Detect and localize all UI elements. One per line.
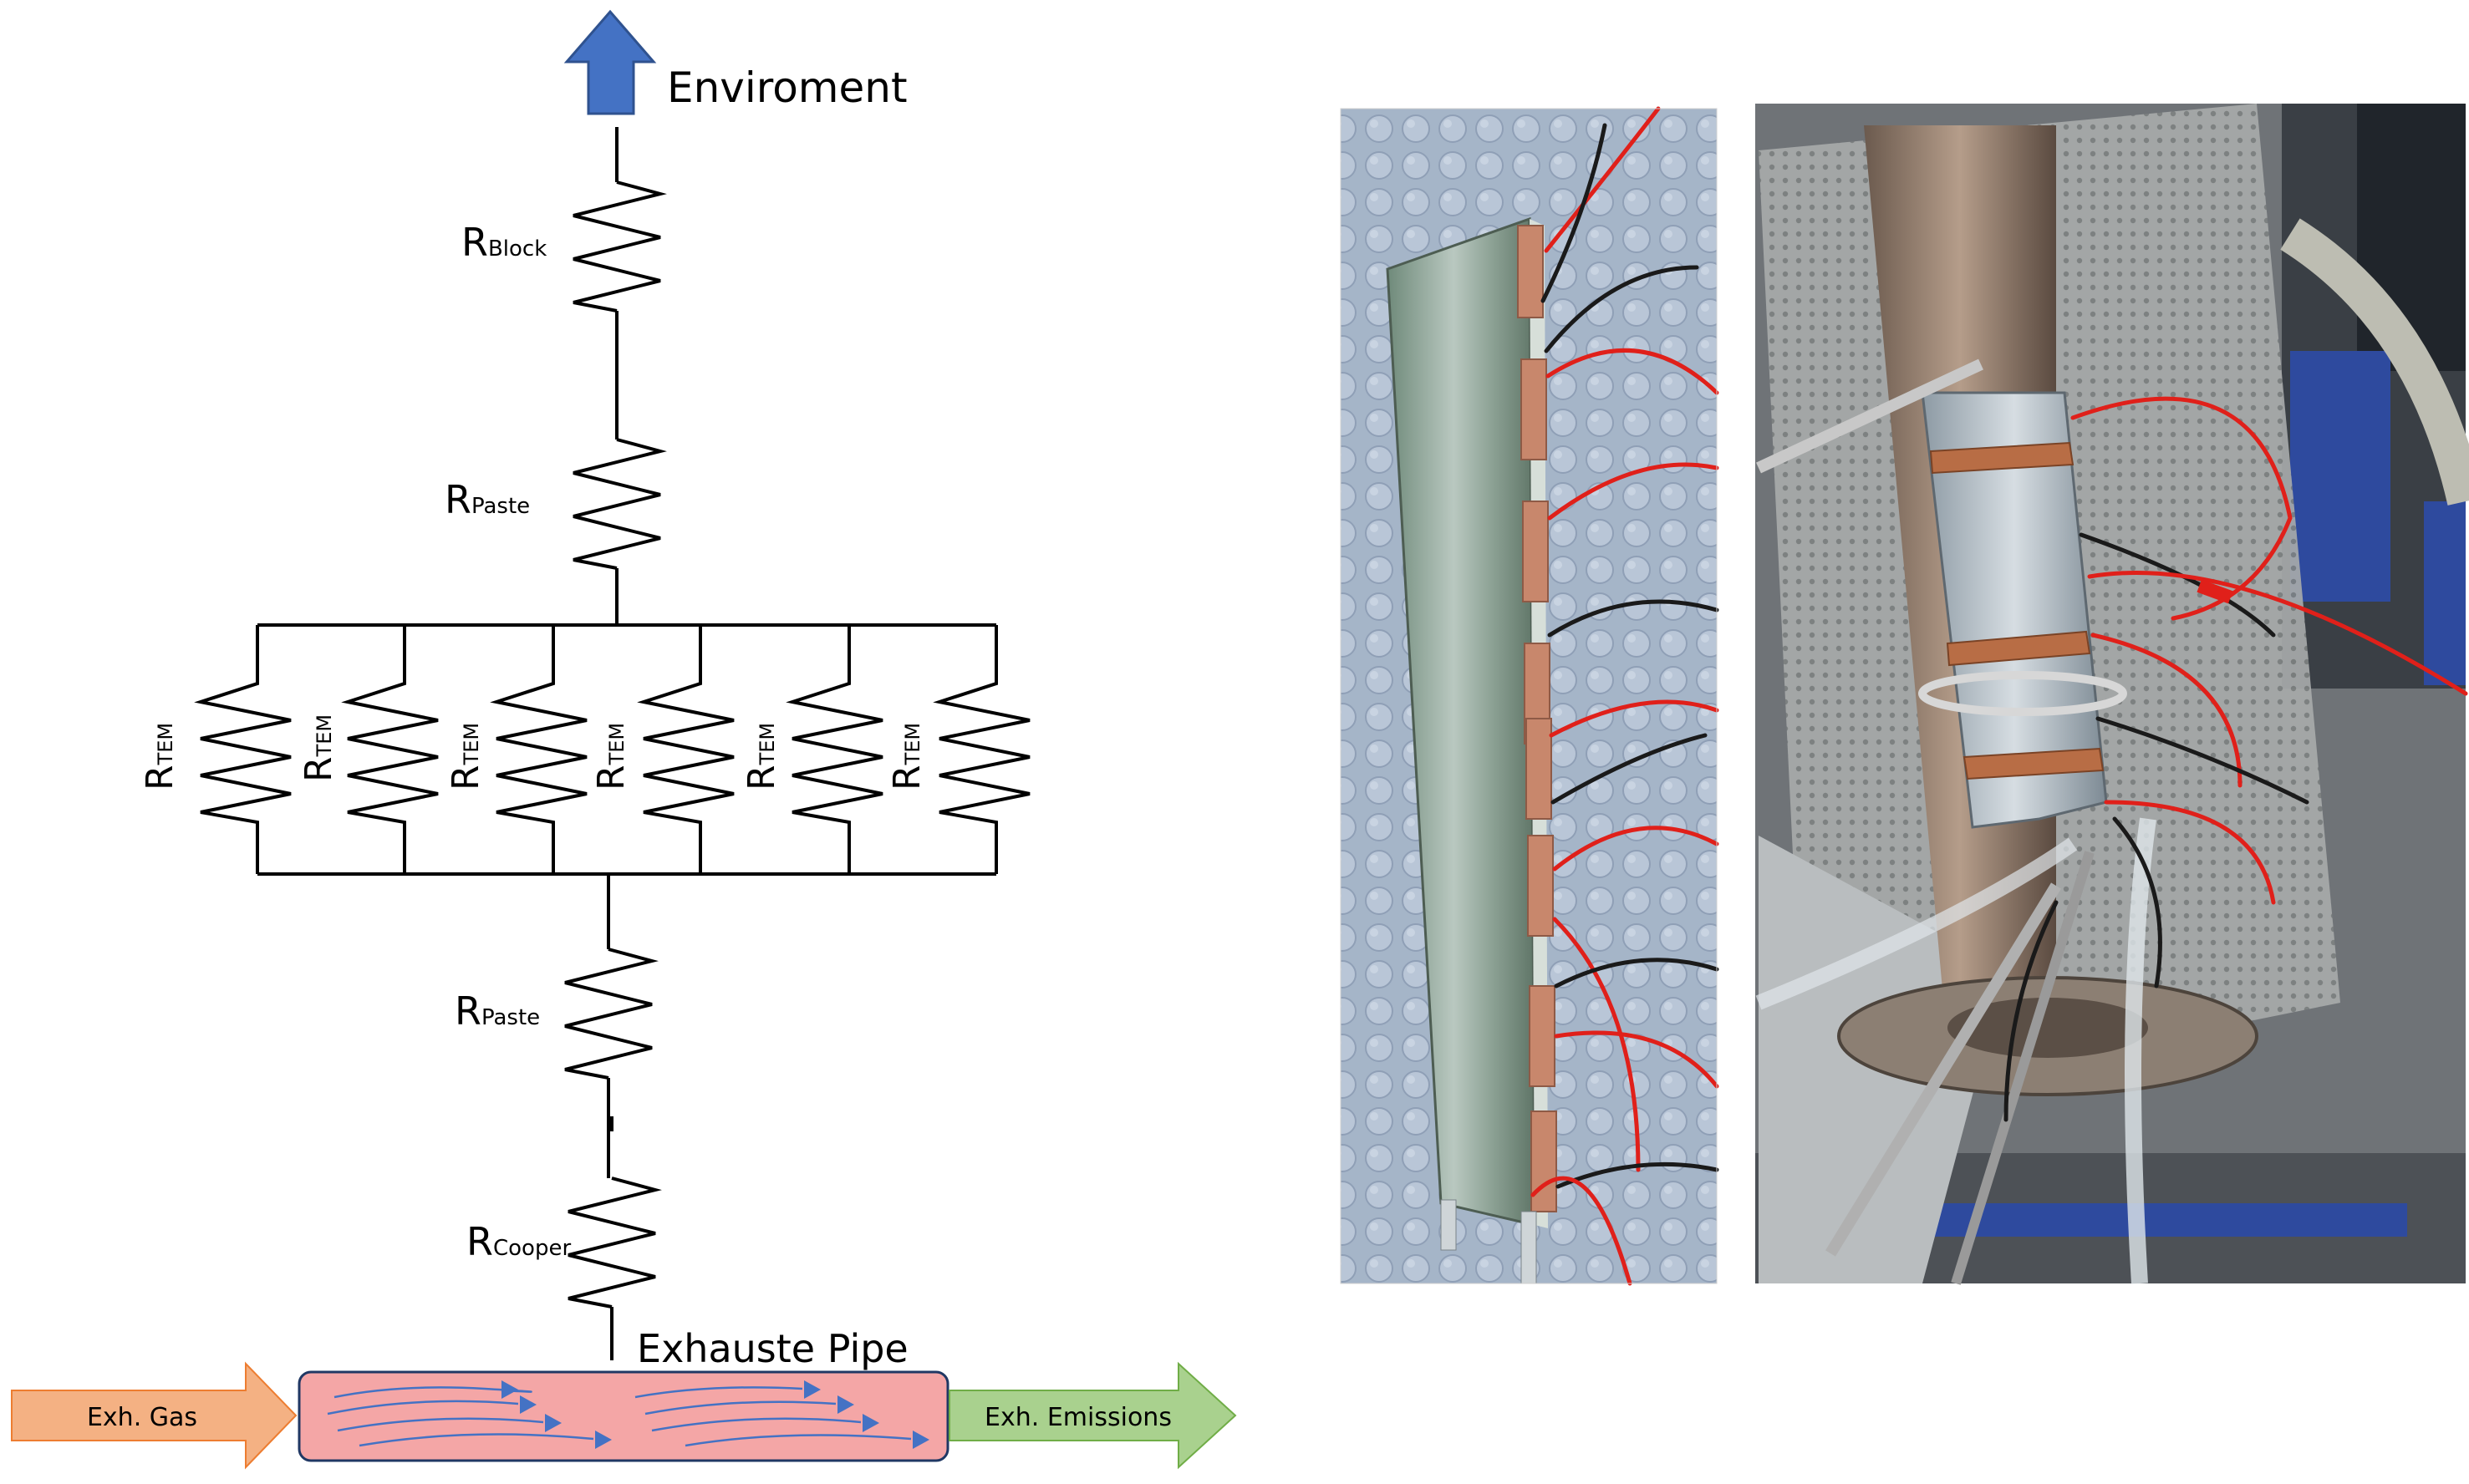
tem-branch-5	[786, 625, 883, 874]
r-copper-label: RCooper	[466, 1219, 571, 1264]
exhaust-emissions-label: Exh. Emissions	[985, 1403, 1172, 1432]
r-tem-label-4: RTEM	[590, 723, 633, 790]
resistor-copper	[568, 1177, 662, 1309]
r-tem-label-5: RTEM	[741, 723, 783, 790]
resistor-paste-bottom	[564, 948, 659, 1080]
r-paste-bottom-label: RPaste	[455, 988, 540, 1034]
tem-labels: RTEM RTEM RTEM RTEM RTEM RTEM	[139, 714, 929, 790]
r-tem-label-6: RTEM	[886, 723, 929, 790]
heat-flow-arrow-icon	[563, 9, 657, 115]
tem-branch-4	[637, 625, 735, 874]
tem-branches	[194, 625, 1031, 874]
exhaust-emissions-arrow	[949, 1361, 1237, 1470]
resistor-block	[573, 180, 667, 313]
r-tem-label-1: RTEM	[139, 723, 181, 790]
flow-arrowheads	[501, 1380, 929, 1449]
environment-label: Enviroment	[667, 64, 908, 112]
tem-branch-1	[194, 625, 292, 874]
tem-branch-6	[933, 625, 1031, 874]
test-bench-photo	[1755, 104, 2469, 1285]
exhaust-gas-label: Exh. Gas	[87, 1403, 197, 1432]
tem-branch-3	[490, 625, 588, 874]
r-paste-top-label: RPaste	[445, 477, 530, 522]
exhaust-pipe	[298, 1370, 949, 1462]
r-block-label: RBlock	[461, 220, 547, 265]
r-tem-label-2: RTEM	[298, 714, 340, 782]
resistor-paste-top	[573, 438, 667, 570]
r-tem-label-3: RTEM	[445, 723, 487, 790]
exhaust-gas-arrow	[11, 1361, 298, 1470]
teg-module-photo	[1340, 106, 1719, 1286]
exhaust-pipe-label: Exhauste Pipe	[637, 1326, 909, 1371]
tem-branch-2	[341, 625, 439, 874]
flow-lines	[327, 1386, 912, 1447]
thermal-resistance-diagram	[194, 127, 1031, 1360]
